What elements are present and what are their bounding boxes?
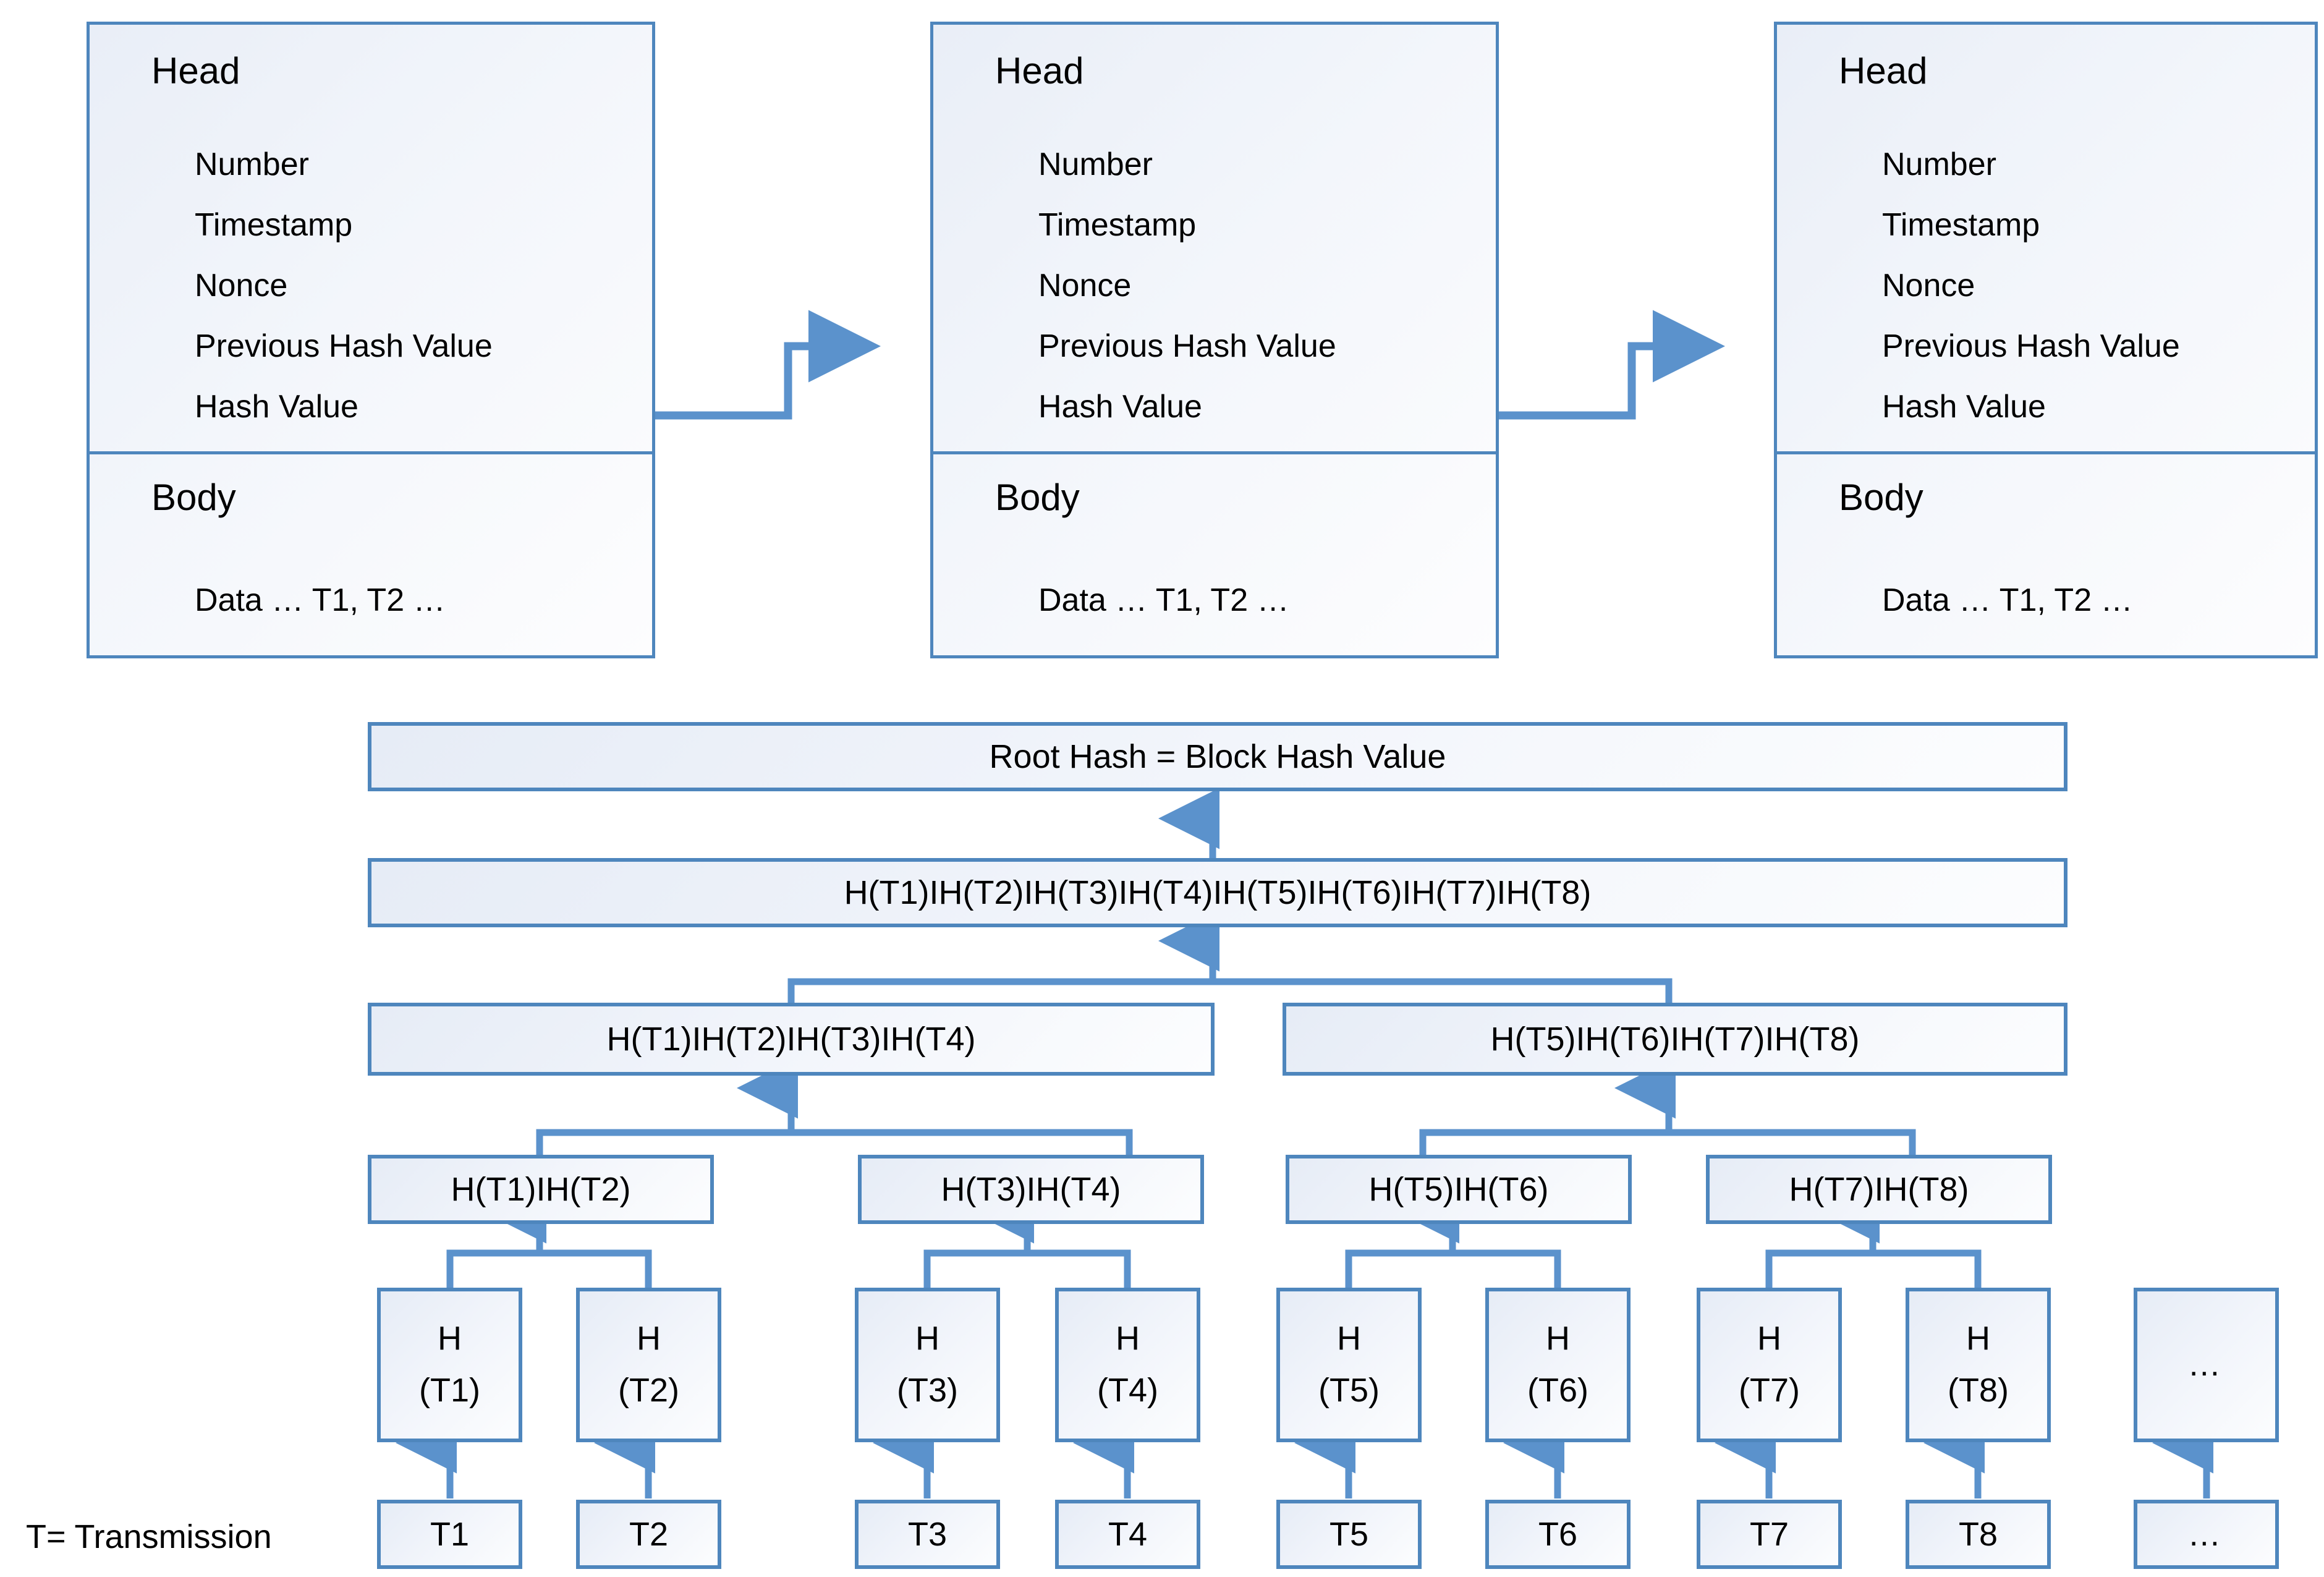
block-1-head-title: Head — [151, 50, 240, 91]
merkle-leaf-ellipsis[interactable]: … — [2134, 1288, 2279, 1442]
merkle-leaf-6[interactable]: H (T6) — [1485, 1288, 1631, 1442]
block-1-field-nonce: Nonce — [195, 268, 288, 304]
block-2-field-hash: Hash Value — [1038, 389, 1202, 425]
block-3[interactable]: Head Number Timestamp Nonce Previous Has… — [1774, 22, 2318, 658]
block-1[interactable]: Head Number Timestamp Nonce Previous Has… — [87, 22, 655, 658]
block-2-body-title: Body — [995, 477, 1080, 518]
merkle-leaf-7[interactable]: H (T7) — [1697, 1288, 1842, 1442]
merkle-level2-box[interactable]: H(T1)IH(T2)IH(T3)IH(T4)IH(T5)IH(T6)IH(T7… — [368, 858, 2067, 927]
merkle-leaf-8[interactable]: H (T8) — [1906, 1288, 2051, 1442]
merkle-level3-box-right[interactable]: H(T5)IH(T6)IH(T7)IH(T8) — [1283, 1003, 2067, 1076]
leaf-6-top: H — [1546, 1320, 1570, 1358]
block-link-1-2 — [655, 310, 881, 420]
transaction-box-t6[interactable]: T6 — [1485, 1500, 1631, 1569]
block-1-body-title: Body — [151, 477, 236, 518]
merkle-level4-box-3[interactable]: H(T5)IH(T6) — [1286, 1155, 1632, 1224]
leaf-bracket-3 — [1345, 1249, 1561, 1289]
block-3-field-nonce: Nonce — [1882, 268, 1975, 304]
merkle-leaf-5[interactable]: H (T5) — [1276, 1288, 1422, 1442]
leaf-3-top: H — [915, 1320, 939, 1358]
leaf-3-bottom: (T3) — [897, 1372, 958, 1409]
block-3-field-prev-hash: Previous Hash Value — [1882, 328, 2180, 364]
block-2-body-text: Data … T1, T2 … — [1038, 582, 1289, 618]
leaf-5-top: H — [1337, 1320, 1361, 1358]
block-1-field-hash: Hash Value — [195, 389, 358, 425]
leaf-4-bottom: (T4) — [1097, 1372, 1158, 1409]
leaf-1-bottom: (T1) — [419, 1372, 480, 1409]
block-2-head-title: Head — [995, 50, 1084, 91]
block-1-field-prev-hash: Previous Hash Value — [195, 328, 493, 364]
transaction-box-t4[interactable]: T4 — [1055, 1500, 1200, 1569]
merkle-leaf-3[interactable]: H (T3) — [855, 1288, 1000, 1442]
leaf-bracket-2 — [923, 1249, 1131, 1289]
leaf-1-top: H — [438, 1320, 462, 1358]
block-2-divider — [933, 451, 1496, 454]
block-3-body-title: Body — [1839, 477, 1923, 518]
block-1-field-timestamp: Timestamp — [195, 207, 353, 243]
leaf-6-bottom: (T6) — [1527, 1372, 1588, 1409]
leaf-7-bottom: (T7) — [1739, 1372, 1800, 1409]
merkle-level4-box-1[interactable]: H(T1)IH(T2) — [368, 1155, 714, 1224]
merkle-level4-box-4[interactable]: H(T7)IH(T8) — [1706, 1155, 2052, 1224]
block-3-field-number: Number — [1882, 147, 1996, 182]
block-2-field-nonce: Nonce — [1038, 268, 1132, 304]
block-1-field-number: Number — [195, 147, 309, 182]
block-2-field-timestamp: Timestamp — [1038, 207, 1197, 243]
block-2-field-prev-hash: Previous Hash Value — [1038, 328, 1336, 364]
merkle-level3-box-left[interactable]: H(T1)IH(T2)IH(T3)IH(T4) — [368, 1003, 1215, 1076]
transaction-box-t3[interactable]: T3 — [855, 1500, 1000, 1569]
merkle-level4-box-2[interactable]: H(T3)IH(T4) — [858, 1155, 1204, 1224]
leaf-ellipsis-text: … — [2187, 1346, 2225, 1384]
transaction-box-t1[interactable]: T1 — [377, 1500, 522, 1569]
leaf-8-bottom: (T8) — [1948, 1372, 2009, 1409]
leaf-8-top: H — [1966, 1320, 1990, 1358]
leaf-bracket-1 — [446, 1249, 652, 1289]
block-3-body-text: Data … T1, T2 … — [1882, 582, 2133, 618]
block-2-field-number: Number — [1038, 147, 1153, 182]
transaction-box-t5[interactable]: T5 — [1276, 1500, 1422, 1569]
block-3-divider — [1777, 451, 2315, 454]
leaf-4-top: H — [1116, 1320, 1140, 1358]
block-link-2-3 — [1497, 310, 1725, 420]
block-3-field-timestamp: Timestamp — [1882, 207, 2040, 243]
transaction-box-t7[interactable]: T7 — [1697, 1500, 1842, 1569]
block-3-field-hash: Hash Value — [1882, 389, 2046, 425]
merkle-leaf-1[interactable]: H (T1) — [377, 1288, 522, 1442]
leaf-2-bottom: (T2) — [618, 1372, 679, 1409]
block-2[interactable]: Head Number Timestamp Nonce Previous Has… — [930, 22, 1499, 658]
leaf-7-top: H — [1757, 1320, 1781, 1358]
block-1-body-text: Data … T1, T2 … — [195, 582, 446, 618]
transaction-box-t2[interactable]: T2 — [576, 1500, 721, 1569]
block-1-divider — [90, 451, 652, 454]
merkle-root-box[interactable]: Root Hash = Block Hash Value — [368, 722, 2067, 791]
merkle-leaf-4[interactable]: H (T4) — [1055, 1288, 1200, 1442]
block-3-head-title: Head — [1839, 50, 1928, 91]
leaf-5-bottom: (T5) — [1318, 1372, 1380, 1409]
merkle-leaf-2[interactable]: H (T2) — [576, 1288, 721, 1442]
transaction-box-ellipsis[interactable]: … — [2134, 1500, 2279, 1569]
leaf-2-top: H — [637, 1320, 661, 1358]
legend-transmission: T= Transmission — [26, 1518, 272, 1555]
leaf-bracket-4 — [1765, 1249, 1982, 1289]
transaction-box-t8[interactable]: T8 — [1906, 1500, 2051, 1569]
